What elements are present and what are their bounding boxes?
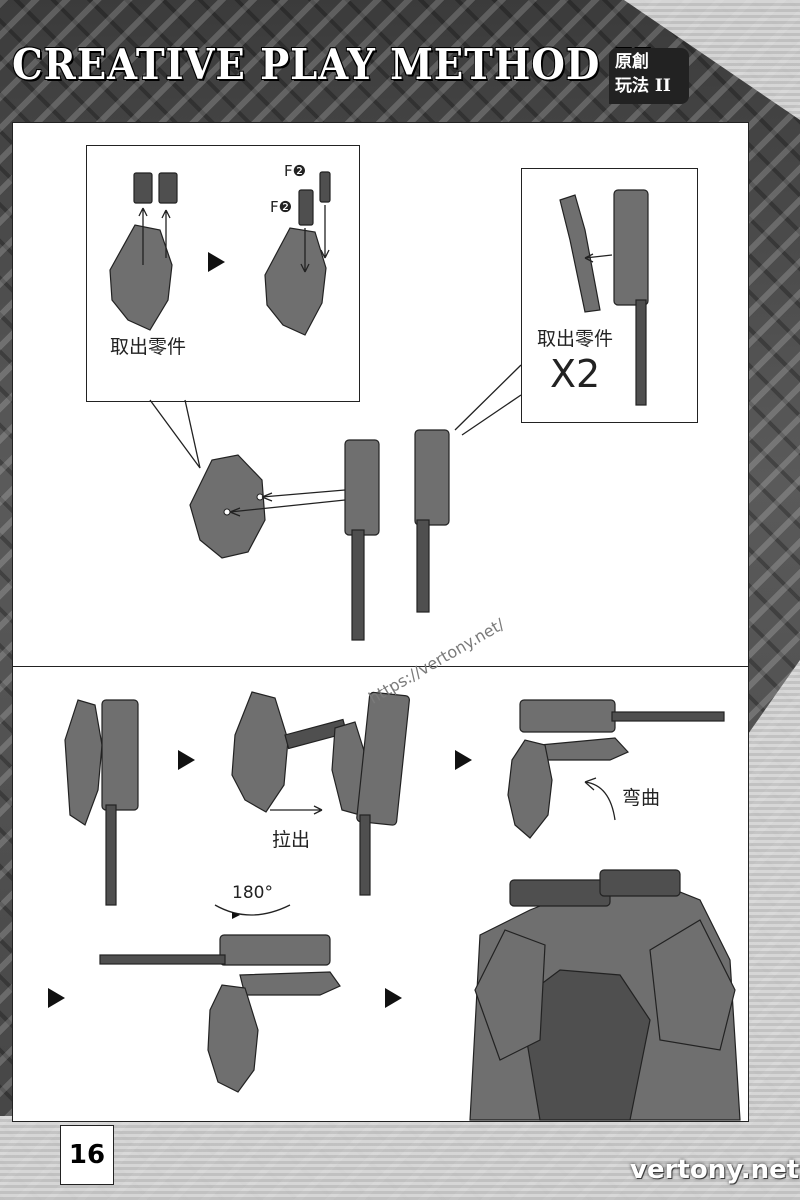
right-callout-label: 取出零件 xyxy=(537,328,614,350)
step2-arrow-icon-3 xyxy=(48,988,65,1008)
gun-part-pieces xyxy=(559,189,649,406)
section-tag-line2: 玩法 II xyxy=(615,76,671,96)
step2-arrow-icon-4 xyxy=(385,988,402,1008)
right-callout-tail xyxy=(454,364,522,436)
pull-arrow xyxy=(270,805,323,815)
gun-assembly-right xyxy=(414,429,450,613)
pull-label: 拉出 xyxy=(272,829,311,851)
part-code-f2-top: F❷ xyxy=(284,162,307,180)
part-code-f2-bottom: F❷ xyxy=(270,198,293,216)
shield-part-after xyxy=(264,171,331,336)
shield-part-before xyxy=(109,172,178,331)
bend-label: 弯曲 xyxy=(622,787,661,809)
step2-bent-gun xyxy=(507,699,725,839)
left-callout-arrow-icon xyxy=(208,252,225,272)
shield-assembly-main xyxy=(189,454,266,559)
right-callout-box xyxy=(521,168,698,423)
page-title: CREATIVE PLAY METHOD II xyxy=(12,40,653,89)
right-callout-multiplier: X2 xyxy=(550,352,601,396)
rotate-label: 180° xyxy=(232,883,273,903)
step2-rotated-gun xyxy=(99,904,341,1093)
left-callout-tail xyxy=(149,399,201,469)
page-number: 16 xyxy=(60,1125,114,1185)
robot-final-form xyxy=(469,869,741,1121)
gun-assembly-left xyxy=(229,439,380,641)
section-tag-line1: 原創 xyxy=(615,52,649,72)
step2-shield-with-gun xyxy=(64,699,139,906)
step-divider xyxy=(12,666,749,667)
brand-watermark: vertony.net xyxy=(630,1155,800,1185)
left-callout-label: 取出零件 xyxy=(110,336,187,358)
step2-arrow-icon-2 xyxy=(455,750,472,770)
section-tag: 原創 玩法 II xyxy=(609,48,689,104)
step2-arrow-icon-1 xyxy=(178,750,195,770)
step2-extended-arm xyxy=(231,691,410,896)
